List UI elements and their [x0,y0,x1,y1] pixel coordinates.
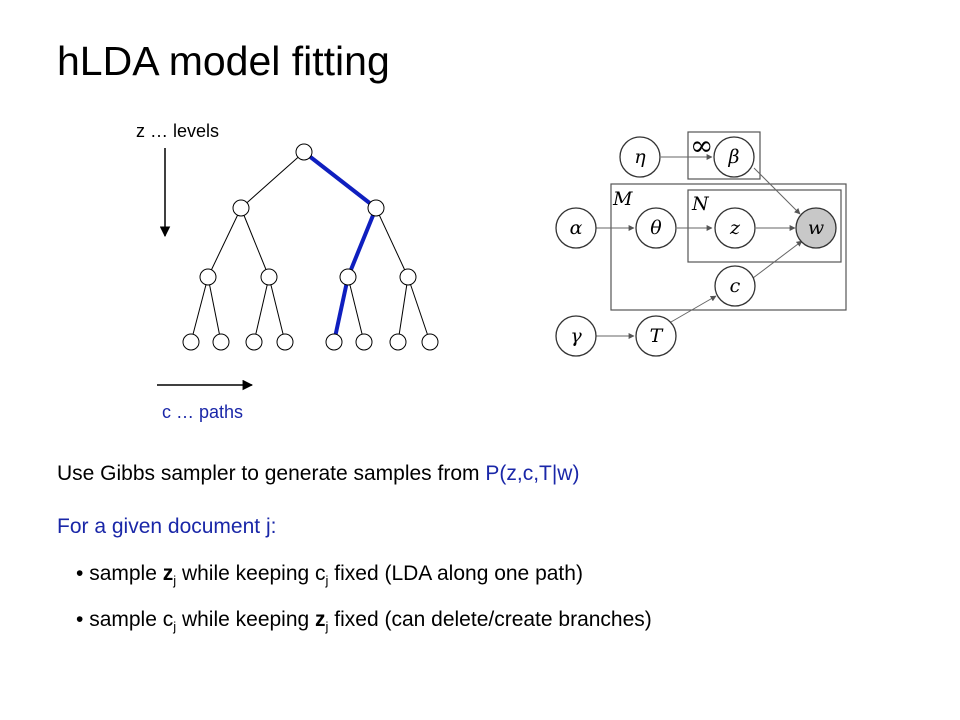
tree-node [339,268,357,286]
node-w-label: w [808,217,824,239]
node-w [795,207,837,249]
plate-M [610,183,847,311]
tree-leaf [389,333,407,351]
tree-leaf [212,333,230,351]
node-eta [619,136,661,178]
bullet-sample-c: • sample cj while keeping zj fixed (can … [76,608,652,634]
given-document-line: For a given document j: [57,515,277,538]
tree-leaf [421,333,439,351]
tree-node [399,268,417,286]
page-title: hLDA model fitting [57,38,390,84]
tree-node [199,268,217,286]
tree-edges [190,151,431,343]
paths-label: c … paths [162,402,244,422]
tree-leaf [245,333,263,351]
plate-M-label: M [612,188,633,210]
bullet-glyph: • [76,608,84,631]
gibbs-formula: P(z,c,T|w) [485,462,580,485]
plate-N [687,189,842,263]
node-T-label: T [650,325,664,347]
node-theta-label: θ [650,217,662,239]
tree-node [367,199,385,217]
model-nodes [555,136,837,357]
gibbs-line: Use Gibbs sampler to generate samples fr… [57,462,579,486]
tree-leaf [355,333,373,351]
levels-label: z … levels [136,121,220,141]
plates [610,131,847,311]
node-theta [635,207,677,249]
node-c-label: c [730,275,741,297]
plate-N-label: N [691,193,710,215]
node-beta [713,136,755,178]
tree-leaf [182,333,200,351]
graphical-model: η β α θ z w c γ T ∞ M N [555,129,847,357]
tree-leaf [276,333,294,351]
gibbs-prefix: Use Gibbs sampler to generate samples fr… [57,462,486,485]
node-z-label: z [729,217,741,239]
node-z [714,207,756,249]
node-eta-label: η [634,146,646,168]
tree-node-root [295,143,313,161]
plate-infinity [687,131,761,180]
node-beta-label: β [728,146,740,168]
tree-leaf [325,333,343,351]
tree-node [260,268,278,286]
edges [596,154,803,339]
tree-node [232,199,250,217]
node-alpha-label: α [570,217,583,239]
node-gamma-label: γ [570,325,582,347]
plate-infinity-label: ∞ [690,129,713,162]
tree-nodes [182,143,439,351]
node-T [635,315,677,357]
bullet-glyph: • [76,562,84,585]
bullet-sample-z: • sample zj while keeping cj fixed (LDA … [76,562,583,588]
node-alpha [555,207,597,249]
node-gamma [555,315,597,357]
highlighted-path [302,150,378,343]
node-c [714,265,756,307]
